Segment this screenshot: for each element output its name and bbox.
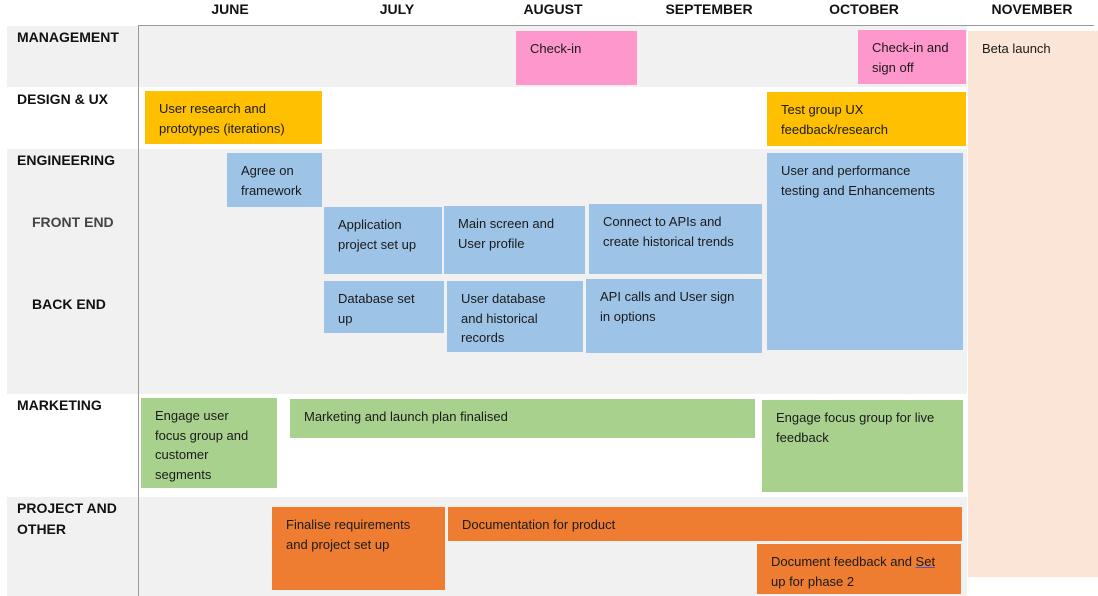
- month-header-september: SEPTEMBER: [665, 1, 753, 17]
- row-label-engineering: ENGINEERING: [17, 152, 116, 168]
- row-label-front-end: FRONT END: [32, 214, 114, 230]
- task-connect-apis: Connect to APIs and create historical tr…: [589, 204, 762, 274]
- row-label-management: MANAGEMENT: [17, 29, 119, 45]
- task-user-research: User research and prototypes (iterations…: [145, 91, 322, 144]
- row-label-other: OTHER: [17, 521, 66, 537]
- row-label-project-and: PROJECT AND: [17, 500, 117, 516]
- doc-feedback-part1: Document feedback and: [771, 554, 916, 569]
- doc-feedback-part3: up for phase 2: [771, 573, 855, 589]
- row-label-back-end: BACK END: [32, 296, 106, 312]
- header-divider: [138, 25, 1094, 26]
- task-db-setup: Database set up: [324, 281, 444, 333]
- task-main-screen: Main screen and User profile: [444, 206, 585, 274]
- task-test-group-ux: Test group UX feedback/research: [767, 92, 966, 146]
- task-app-setup: Application project set up: [324, 207, 442, 274]
- month-header-july: JULY: [379, 1, 415, 17]
- doc-feedback-part2: Set: [915, 554, 936, 569]
- task-engage-live-feedback: Engage focus group for live feedback: [762, 400, 963, 492]
- month-header-june: JUNE: [211, 1, 249, 17]
- month-header-november: NOVEMBER: [991, 1, 1073, 17]
- task-api-calls: API calls and User sign in options: [586, 279, 762, 353]
- month-header-october: OCTOBER: [829, 1, 899, 17]
- row-label-marketing: MARKETING: [17, 397, 102, 413]
- task-check-in: Check-in: [516, 31, 637, 85]
- task-user-db: User database and historical records: [447, 281, 583, 352]
- row-label-design: DESIGN & UX: [17, 91, 109, 107]
- label-divider: [138, 26, 139, 596]
- task-beta-launch: Beta launch: [968, 31, 1098, 577]
- task-finalise-requirements: Finalise requirements and project set up: [272, 507, 445, 590]
- task-marketing-plan: Marketing and launch plan finalised: [290, 399, 755, 438]
- task-check-in-sign-off: Check-in and sign off: [858, 30, 966, 84]
- month-header-august: AUGUST: [523, 1, 583, 17]
- task-documentation: Documentation for product: [448, 507, 962, 541]
- task-engage-user-focus: Engage user focus group and customer seg…: [141, 398, 277, 488]
- band-management: [7, 26, 967, 87]
- task-document-feedback: Document feedback and Set up for phase 2: [757, 544, 961, 594]
- task-user-performance: User and performance testing and Enhance…: [767, 153, 963, 350]
- task-agree-framework: Agree on framework: [227, 153, 322, 207]
